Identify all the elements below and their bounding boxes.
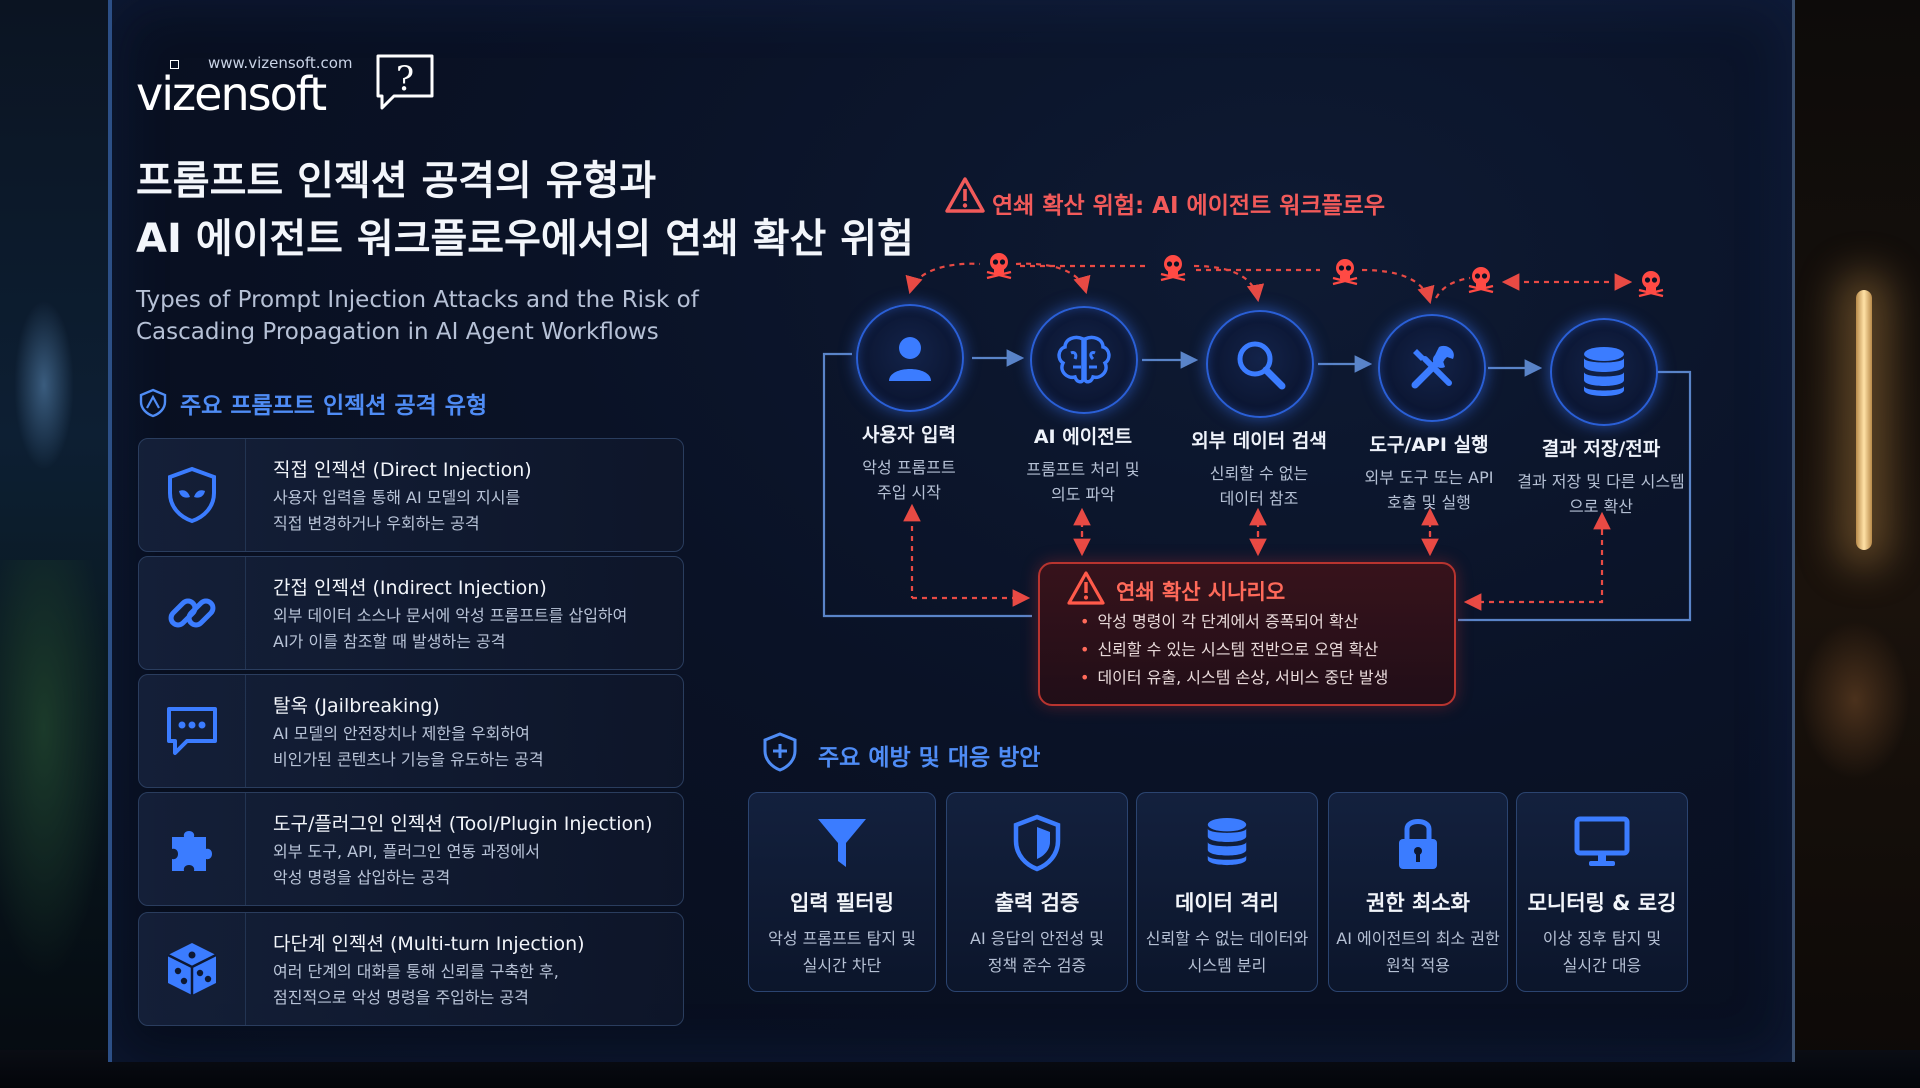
warning-icon	[1067, 571, 1105, 605]
tools-icon	[1411, 345, 1454, 389]
lock-icon	[1399, 819, 1437, 869]
background-right-wall	[1790, 0, 1920, 1088]
logo-dot	[170, 60, 179, 69]
attack-card-jailbreak: 탈옥 (Jailbreaking) AI 모델의 안전장치나 제한을 우회하여 …	[138, 674, 684, 788]
attack-title: 도구/플러그인 인젝션 (Tool/Plugin Injection)	[273, 813, 653, 835]
brand-url: www.vizensoft.com	[208, 54, 353, 72]
attack-title: 간접 인젝션 (Indirect Injection)	[273, 577, 547, 599]
filter-icon	[818, 819, 866, 867]
search-icon	[1237, 341, 1286, 390]
scenario-item: •악성 명령이 각 단계에서 증폭되어 확산	[1080, 612, 1359, 631]
scenario-item: •데이터 유출, 시스템 손상, 서비스 중단 발생	[1080, 668, 1389, 687]
page-subtitle: Types of Prompt Injection Attacks and th…	[136, 284, 699, 348]
page-subtitle-line1: Types of Prompt Injection Attacks and th…	[136, 287, 699, 313]
background-plant	[0, 560, 110, 980]
attack-title: 탈옥 (Jailbreaking)	[273, 695, 440, 717]
shield-emblem-icon	[139, 388, 167, 418]
database-icon	[1207, 817, 1247, 866]
attack-title: 직접 인젝션 (Direct Injection)	[273, 459, 532, 481]
workflow-node-store-propagate	[1550, 318, 1658, 426]
background-left-window	[0, 0, 110, 1088]
workflow-node-tool-api	[1378, 314, 1486, 422]
lamp-glow	[1800, 620, 1910, 780]
svg-text:?: ?	[396, 59, 414, 99]
database-icon	[1584, 347, 1624, 396]
attack-card-tool-plugin: 도구/플러그인 인젝션 (Tool/Plugin Injection) 외부 도…	[138, 792, 684, 906]
skull-icon	[1468, 267, 1494, 294]
workflow-node-user-input	[856, 304, 964, 412]
user-icon	[889, 337, 931, 381]
skull-icon	[1638, 271, 1664, 298]
attack-desc: AI 모델의 안전장치나 제한을 우회하여 비인가된 콘텐츠나 기능을 유도하는…	[273, 724, 544, 769]
background-light	[14, 300, 74, 470]
scenario-list: •악성 명령이 각 단계에서 증폭되어 확산 •신뢰할 수 있는 시스템 전반으…	[1080, 608, 1388, 692]
puzzle-icon	[172, 831, 212, 871]
brain-icon	[1057, 335, 1111, 384]
scenario-title: 연쇄 확산 시나리오	[1116, 580, 1286, 604]
cascade-scenario-box: 연쇄 확산 시나리오 •악성 명령이 각 단계에서 증폭되어 확산 •신뢰할 수…	[1038, 562, 1456, 706]
shield-plus-icon	[763, 732, 797, 772]
attack-desc: 사용자 입력을 통해 AI 모델의 지시를 직접 변경하거나 우회하는 공격	[273, 488, 521, 533]
monitor-icon	[1574, 816, 1630, 866]
skull-icon	[1160, 255, 1186, 282]
skull-icon	[1332, 259, 1358, 286]
scenario-item: •신뢰할 수 있는 시스템 전반으로 오염 확산	[1080, 640, 1379, 659]
warning-icon	[945, 177, 985, 213]
page-subtitle-line2: Cascading Propagation in AI Agent Workfl…	[136, 319, 659, 345]
question-bubble-icon: ?	[376, 54, 434, 110]
link-icon	[168, 598, 216, 628]
workflow-node-data-search	[1206, 310, 1314, 418]
page-title-line2: AI 에이전트 워크플로우에서의 연쇄 확산 위험	[136, 216, 914, 262]
page-title-line1: 프롬프트 인젝션 공격의 유형과	[136, 158, 657, 204]
workflow-node-ai-agent	[1030, 306, 1138, 414]
shield-check-icon	[1013, 814, 1061, 872]
attack-desc: 외부 데이터 소스나 문서에 악성 프롬프트를 삽입하여 AI가 이를 참조할 …	[273, 606, 628, 651]
shield-mask-icon	[168, 466, 216, 524]
attack-desc: 여러 단계의 대화를 통해 신뢰를 구축한 후, 점진적으로 악성 명령을 주입…	[273, 962, 559, 1007]
page-title: 프롬프트 인젝션 공격의 유형과 AI 에이전트 워크플로우에서의 연쇄 확산 …	[136, 152, 914, 268]
attack-card-multi-turn: 다단계 인젝션 (Multi-turn Injection) 여러 단계의 대화…	[138, 912, 684, 1026]
brand-logo: www.vizensoft.com vizensoft ?	[136, 52, 456, 124]
skull-icon	[986, 253, 1012, 280]
dice-icon	[167, 943, 217, 995]
attack-desc: 외부 도구, API, 플러그인 연동 과정에서 악성 명령을 삽입하는 공격	[273, 842, 540, 887]
attack-title: 다단계 인젝션 (Multi-turn Injection)	[273, 933, 585, 955]
chat-bubble-icon	[167, 707, 217, 755]
attack-card-indirect: 간접 인젝션 (Indirect Injection) 외부 데이터 소스나 문…	[138, 556, 684, 670]
brand-wordmark: vizensoft	[136, 67, 327, 121]
attack-card-direct: 직접 인젝션 (Direct Injection) 사용자 입력을 통해 AI …	[138, 438, 684, 552]
wall-lamp	[1856, 290, 1872, 550]
